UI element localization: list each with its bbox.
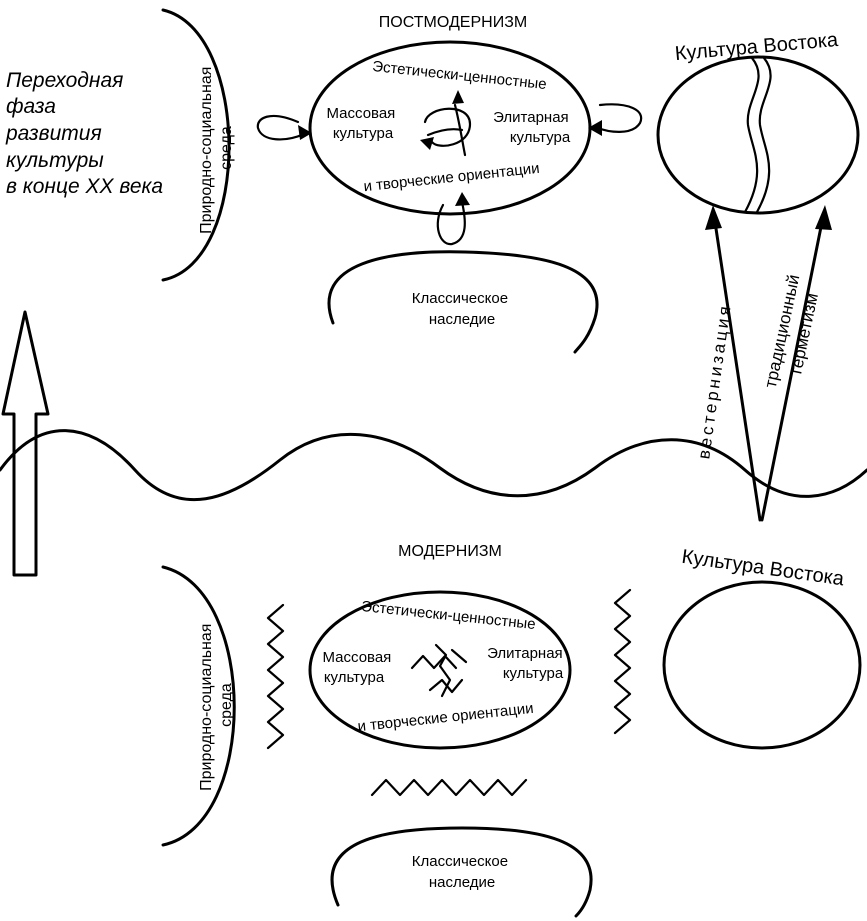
pm-environment-label: Природно-социальная среда (198, 62, 235, 234)
pm-elite-culture-line-2: культура (510, 129, 571, 146)
pm-east-double-wave-1 (743, 56, 760, 214)
m-environment-line-1: Природно-социальная (198, 624, 215, 791)
pm-right-loop-arrow (588, 103, 643, 136)
upward-transition-arrow (1, 310, 50, 577)
caption-line-2: фаза (6, 95, 56, 118)
pm-east-ellipse (656, 55, 860, 215)
pm-left-loop-arrow (256, 114, 312, 141)
m-mass-culture: Массовая культура (323, 649, 396, 686)
pm-bottom-loop-arrow (436, 192, 470, 246)
pm-east-double-wave-2 (755, 56, 772, 214)
caption-line-3: развития (5, 122, 102, 145)
pm-environment-bracket (161, 8, 231, 282)
m-values-bottom: и творческие ориентации (357, 700, 535, 735)
m-bottom-zigzag (370, 778, 528, 797)
caption-line-5: в конце XX века (6, 175, 163, 198)
m-elite-culture: Элитарная культура (487, 645, 567, 682)
pm-mass-culture: Массовая культура (327, 105, 400, 142)
westernization-label: вестернизация (694, 302, 735, 460)
m-east-ellipse (662, 580, 862, 750)
m-heritage-arc (330, 826, 593, 918)
hermetism-arrow (760, 220, 824, 522)
m-east-label: Культура Востока (680, 546, 846, 591)
m-environment-line-2: среда (218, 683, 235, 727)
m-left-zigzag (266, 603, 285, 750)
postmodernism-title: ПОСТМОДЕРНИЗМ (379, 14, 527, 31)
pm-environment-line-2: среда (218, 126, 235, 170)
postmodernism-section: ПОСТМОДЕРНИЗМ Природно-социальная среда … (161, 8, 860, 354)
m-heritage-line-1: Классическое (412, 853, 508, 870)
m-elite-culture-line-1: Элитарная (487, 645, 563, 662)
pm-elite-culture-line-1: Элитарная (493, 109, 569, 126)
m-heritage-label: Классическое наследие (412, 853, 512, 891)
pm-environment-line-1: Природно-социальная (198, 67, 215, 234)
pm-elite-culture: Элитарная культура (493, 109, 573, 146)
modernism-title: МОДЕРНИЗМ (398, 543, 502, 560)
modernism-section: МОДЕРНИЗМ Природно-социальная среда Эсте… (161, 543, 862, 918)
m-elite-culture-line-2: культура (503, 665, 564, 682)
caption-line-1: Переходная (6, 69, 123, 92)
pm-values-top: Эстетически-ценностные (371, 58, 547, 93)
pm-mass-culture-line-1: Массовая (327, 105, 396, 122)
pm-heritage-arc (327, 250, 599, 354)
pm-swirl-arrows (420, 90, 472, 157)
hermetism-label: традиционный герметизм (761, 268, 826, 394)
m-mass-culture-line-1: Массовая (323, 649, 392, 666)
m-environment-bracket (161, 565, 236, 847)
pm-heritage-line-2: наследие (429, 311, 495, 328)
m-inner-zigzag-figure (410, 643, 468, 698)
m-heritage-line-2: наследие (429, 874, 495, 891)
westernization-arrow (713, 220, 762, 522)
m-right-zigzag (613, 588, 632, 735)
pm-heritage-label: Классическое наследие (412, 290, 512, 328)
pm-values-bottom: и творческие ориентации (363, 160, 541, 195)
pm-east-label: Культура Востока (674, 29, 840, 65)
pm-mass-culture-line-2: культура (333, 125, 394, 142)
m-mass-culture-line-2: культура (324, 669, 385, 686)
m-environment-label: Природно-социальная среда (198, 619, 235, 791)
m-values-ellipse (308, 590, 572, 750)
wavy-divider-line (0, 429, 867, 502)
caption-line-4: культуры (6, 149, 104, 172)
phase-caption: Переходная фаза развития культуры в конц… (5, 69, 163, 198)
transition-arrows: вестернизация традиционный герметизм (694, 205, 832, 522)
pm-heritage-line-1: Классическое (412, 290, 508, 307)
